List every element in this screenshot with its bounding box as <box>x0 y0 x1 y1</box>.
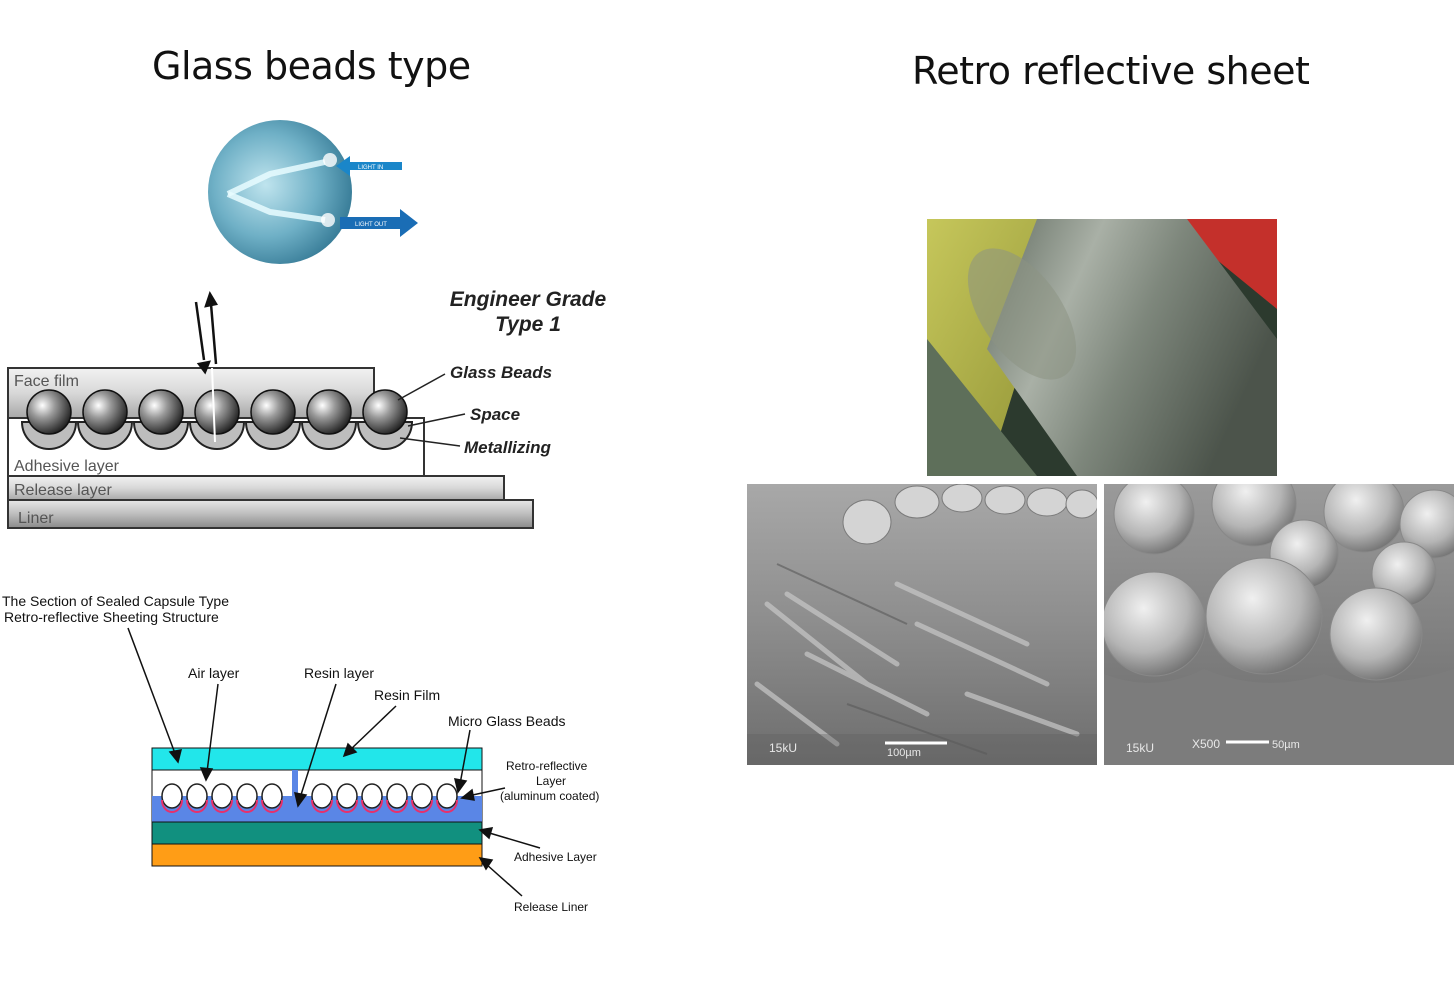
capsule-heading-line1: The Section of Sealed Capsule Type <box>2 593 229 609</box>
sem1-scale-label: 100µm <box>887 747 921 759</box>
reflective-sheet-roll-photo <box>927 219 1277 476</box>
sem2-mag-label: X500 <box>1192 737 1220 751</box>
glass-beads-callout: Glass Beads <box>450 363 552 382</box>
retro-label-line3: (aluminum coated) <box>500 789 599 803</box>
light-in-label: LIGHT IN <box>358 165 383 171</box>
release-layer-label: Release layer <box>14 482 113 499</box>
light-path-arrows <box>194 291 218 375</box>
micro-glass-beads-label: Micro Glass Beads <box>448 713 565 729</box>
left-section-title: Glass beads type <box>152 44 471 88</box>
light-out-label: LIGHT OUT <box>355 222 387 228</box>
resin-layer-label: Resin layer <box>304 665 374 681</box>
liner-layer <box>7 499 534 529</box>
retro-label-line2: Layer <box>536 774 566 788</box>
liner-label: Liner <box>18 510 54 527</box>
resin-film-layer <box>151 747 483 771</box>
right-section-title: Retro reflective sheet <box>912 49 1310 93</box>
engineer-heading-line2: Type 1 <box>495 313 561 336</box>
release-liner-callout: Release Liner <box>514 900 588 914</box>
capsule-heading-line2: Retro-reflective Sheeting Structure <box>4 609 219 625</box>
release-liner-band <box>151 843 483 867</box>
engineer-heading-line1: Engineer Grade <box>450 288 607 311</box>
face-film-label: Face film <box>14 373 79 390</box>
air-layer-label: Air layer <box>188 665 240 681</box>
sem-image-cross-section: 15kU 100µm <box>747 484 1097 765</box>
release-layer <box>7 475 505 501</box>
metallizing-callout: Metallizing <box>464 438 552 457</box>
glass-beads-row <box>26 389 408 435</box>
glass-bead-sphere <box>208 120 352 264</box>
adhesive-layer-label: Adhesive layer <box>14 458 120 475</box>
sem2-kv-label: 15kU <box>1126 741 1154 755</box>
sealed-capsule-diagram: The Section of Sealed Capsule Type Retro… <box>2 593 599 914</box>
resin-film-label: Resin Film <box>374 687 440 703</box>
micro-glass-beads <box>161 783 458 809</box>
aluminum-coating <box>161 799 458 813</box>
sem-image-glass-beads: 15kU X500 50µm <box>1104 484 1454 765</box>
capsule-leader-arrows <box>127 627 541 897</box>
engineer-grade-diagram: Engineer Grade Type 1 Liner Release laye… <box>7 288 607 529</box>
retro-label-line1: Retro-reflective <box>506 759 588 773</box>
light-out-arrow: LIGHT OUT <box>340 209 418 237</box>
light-in-arrow: LIGHT IN <box>336 156 402 176</box>
adhesive-layer-callout: Adhesive Layer <box>514 850 597 864</box>
sem2-scale-label: 50µm <box>1272 739 1300 751</box>
glass-bead-illustration: LIGHT IN LIGHT OUT <box>208 120 418 264</box>
adhesive-layer-band <box>151 821 483 845</box>
sem1-kv-label: 15kU <box>769 741 797 755</box>
space-callout: Space <box>470 405 520 424</box>
